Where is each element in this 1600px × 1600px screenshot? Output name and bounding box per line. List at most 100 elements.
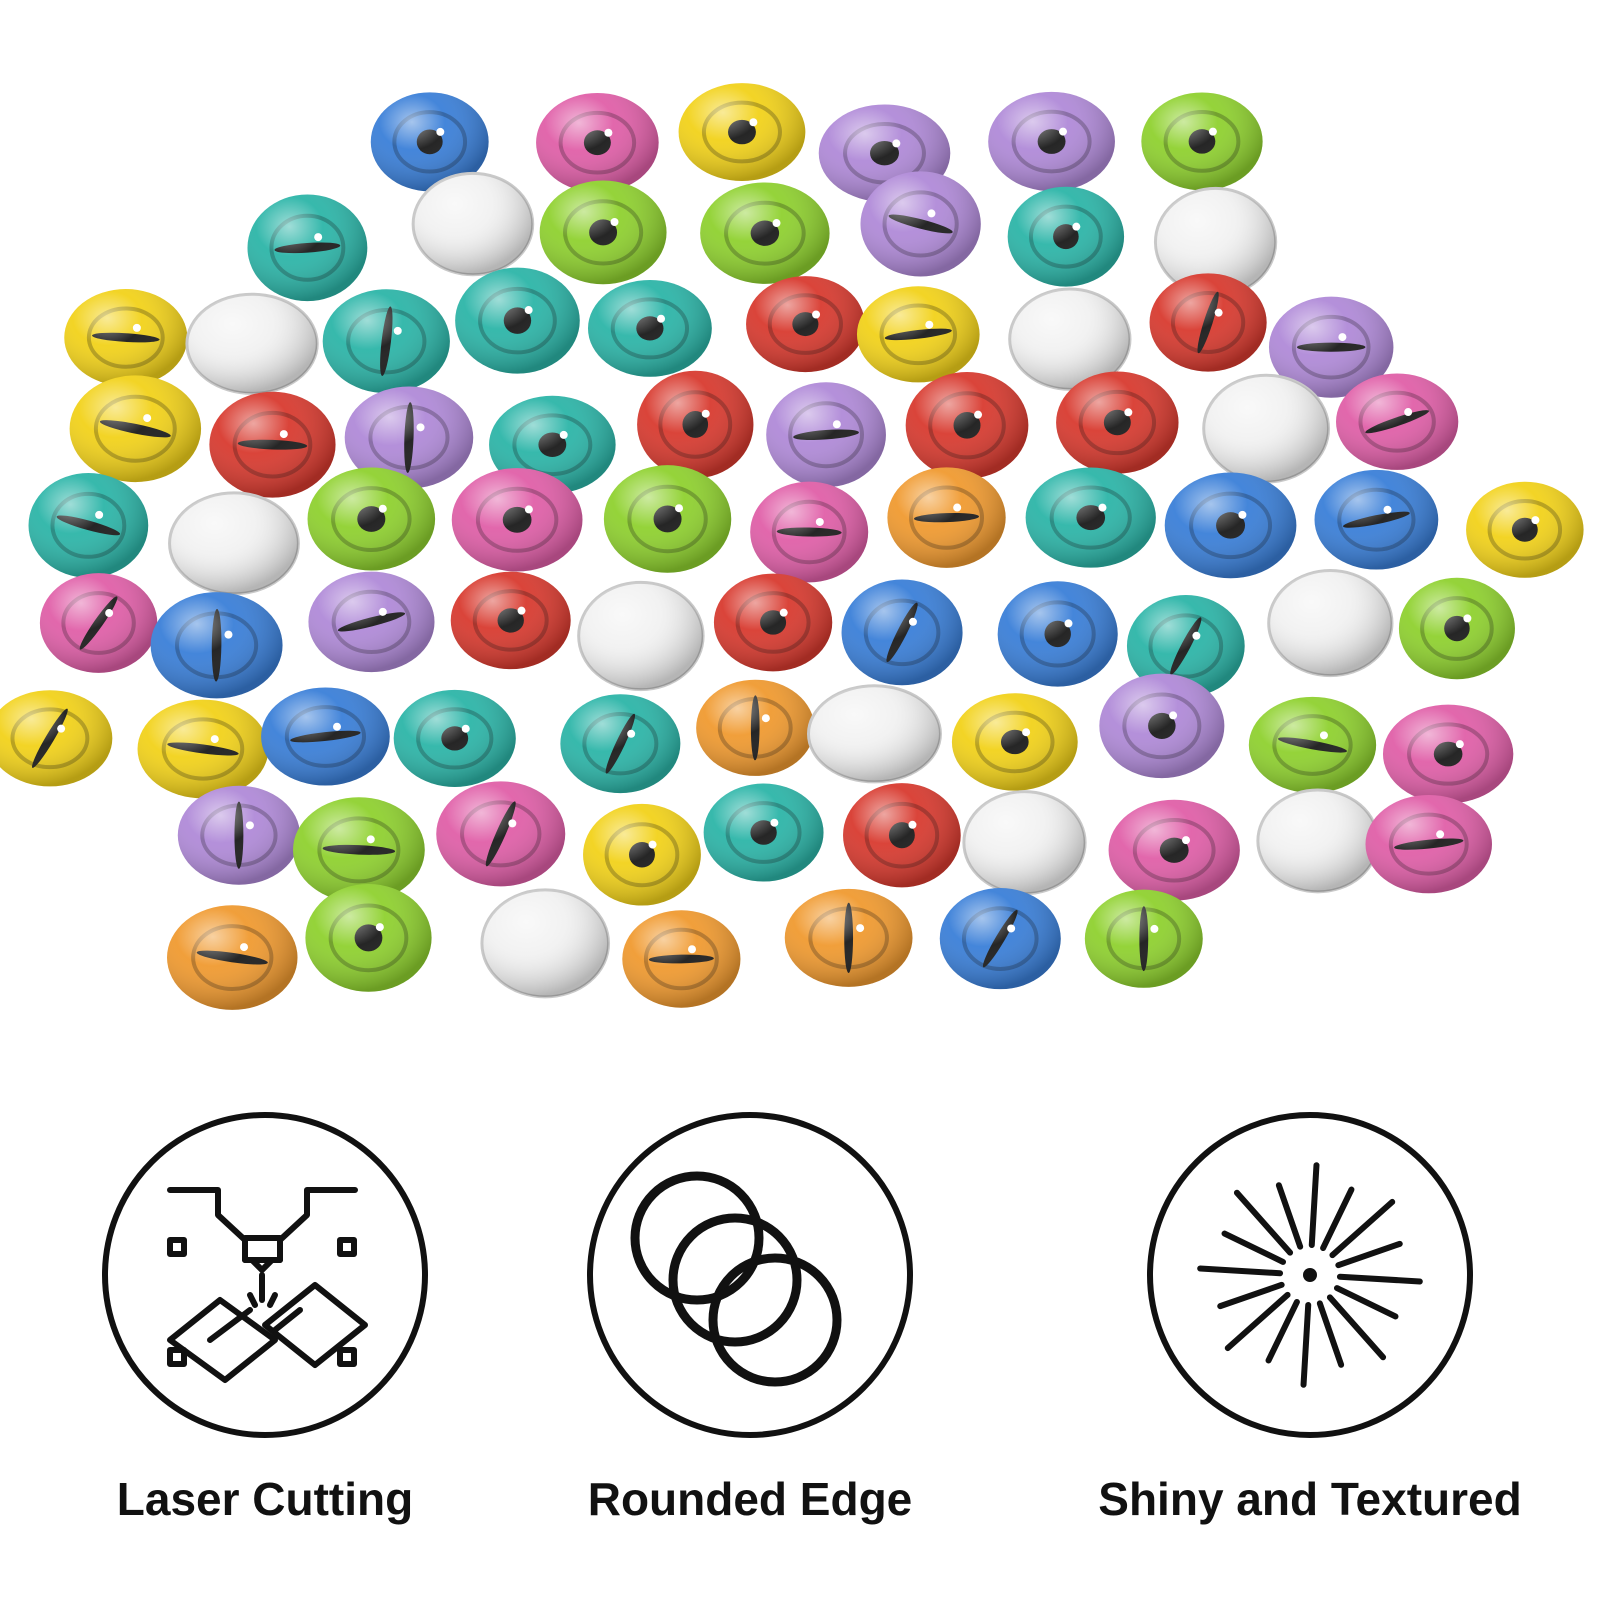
product-photo xyxy=(0,83,1584,1010)
burst-ray xyxy=(1221,1230,1287,1265)
eye-cabochon xyxy=(1025,467,1156,568)
feature-label-rounded-edge: Rounded Edge xyxy=(587,1473,913,1525)
eye-cabochon xyxy=(1365,794,1492,894)
eye-cabochon xyxy=(137,699,269,799)
eye-cabochon xyxy=(305,884,432,992)
eye-cabochon xyxy=(962,790,1087,896)
eye-cabochon xyxy=(393,689,516,787)
eye-cabochon xyxy=(1108,799,1240,901)
feature-label-laser-cutting: Laser Cutting xyxy=(116,1473,414,1525)
eye-cabochon xyxy=(678,83,806,182)
feature-laser-cutting: Laser Cutting xyxy=(95,1110,435,1525)
burst-ray xyxy=(1265,1298,1300,1364)
eye-cabochon xyxy=(150,592,283,699)
eye-cabochon xyxy=(587,280,712,377)
feature-label-shiny-textured: Shiny and Textured xyxy=(1098,1473,1522,1525)
burst-ray xyxy=(1217,1281,1285,1310)
eye-cabochon xyxy=(536,92,659,193)
burst-ray xyxy=(1326,1294,1387,1361)
eye-cabochon xyxy=(1248,696,1377,794)
burst-ray xyxy=(1300,1301,1312,1388)
eye-cabochon xyxy=(539,180,667,285)
eye-cabochon xyxy=(451,468,583,572)
burst-ray xyxy=(1329,1198,1396,1259)
rounded-edge-icon xyxy=(587,1112,913,1438)
eye-cabochon xyxy=(841,579,963,686)
laser-cutting-icon xyxy=(102,1112,428,1438)
eye-cabochon xyxy=(1084,889,1203,988)
eye-cabochon xyxy=(261,687,390,786)
burst-ray xyxy=(1333,1285,1399,1320)
eye-cabochon xyxy=(997,581,1118,687)
burst-ray xyxy=(1308,1162,1320,1249)
eye-cabochon xyxy=(1256,788,1380,894)
feature-rounded-edge: Rounded Edge xyxy=(580,1110,920,1525)
eye-cabochon xyxy=(1099,673,1225,779)
eye-cabochon xyxy=(1007,186,1125,287)
burst-ray xyxy=(1316,1300,1345,1368)
eye-cabochon xyxy=(1149,273,1267,372)
burst-ray xyxy=(1336,1273,1423,1285)
eye-cabochon xyxy=(247,194,368,302)
burst-ray xyxy=(1197,1265,1284,1277)
eye-cabochon xyxy=(1164,472,1297,579)
eye-cabochon xyxy=(1268,296,1394,398)
eye-cabochon xyxy=(905,371,1029,479)
eye-cabochon xyxy=(370,92,489,192)
eye-cabochon xyxy=(69,375,202,483)
eye-cabochon xyxy=(784,888,913,987)
burst-ray xyxy=(1233,1189,1294,1256)
eye-cabochon xyxy=(1398,577,1515,680)
shiny-textured-icon xyxy=(1147,1112,1473,1438)
eye-cabochon xyxy=(700,182,830,284)
eye-cabochon xyxy=(185,292,319,395)
burst-ray xyxy=(1335,1240,1403,1269)
eye-cabochon xyxy=(177,785,301,885)
eye-cabochon xyxy=(856,286,980,383)
eye-cabochon xyxy=(293,797,425,903)
eye-cabochon xyxy=(1008,287,1132,391)
eye-cabochon xyxy=(436,781,566,887)
eye-cabochon xyxy=(450,571,571,670)
eye-cabochon xyxy=(64,289,188,387)
burst-ray xyxy=(1224,1291,1291,1352)
feature-shiny-textured: Shiny and Textured xyxy=(1098,1110,1522,1525)
eye-cabochon xyxy=(1126,594,1245,697)
eye-cabochon xyxy=(746,276,865,373)
eye-cabochon xyxy=(455,267,580,374)
eye-cabochon xyxy=(209,391,336,498)
eye-cabochon xyxy=(1466,481,1584,578)
eye-cabochon xyxy=(951,693,1078,791)
eye-cabochon xyxy=(168,491,300,596)
eye-cabochon xyxy=(750,481,869,583)
eye-cabochon xyxy=(843,783,961,888)
burst-ray xyxy=(1320,1186,1355,1252)
eye-cabochon xyxy=(860,171,981,277)
eye-cabochon xyxy=(703,783,824,882)
eye-cabochon xyxy=(988,91,1115,192)
eye-cabochon xyxy=(939,888,1061,990)
burst-ray xyxy=(1275,1182,1304,1250)
eye-cabochon xyxy=(1141,92,1263,191)
eye-cabochon xyxy=(1202,373,1331,484)
eye-cabochon xyxy=(887,467,1006,568)
eye-cabochon xyxy=(696,679,815,776)
eye-cabochon xyxy=(1382,704,1514,804)
eye-cabochon xyxy=(480,888,611,999)
eye-cabochon xyxy=(1153,186,1278,298)
eye-cabochon xyxy=(322,289,450,394)
eye-cabochon xyxy=(308,571,435,673)
eye-cabochon xyxy=(622,910,741,1008)
eye-cabochons-image xyxy=(0,83,1584,1010)
eye-cabochon xyxy=(583,803,701,906)
eye-cabochon xyxy=(1056,371,1179,474)
eye-cabochon xyxy=(1314,469,1439,570)
eye-cabochon xyxy=(167,905,298,1010)
eye-cabochon xyxy=(637,370,754,479)
eye-cabochon xyxy=(560,694,681,794)
eye-cabochon xyxy=(577,580,705,692)
eye-cabochon xyxy=(603,465,732,573)
eye-cabochon xyxy=(39,573,158,673)
eye-cabochon xyxy=(1267,569,1394,678)
